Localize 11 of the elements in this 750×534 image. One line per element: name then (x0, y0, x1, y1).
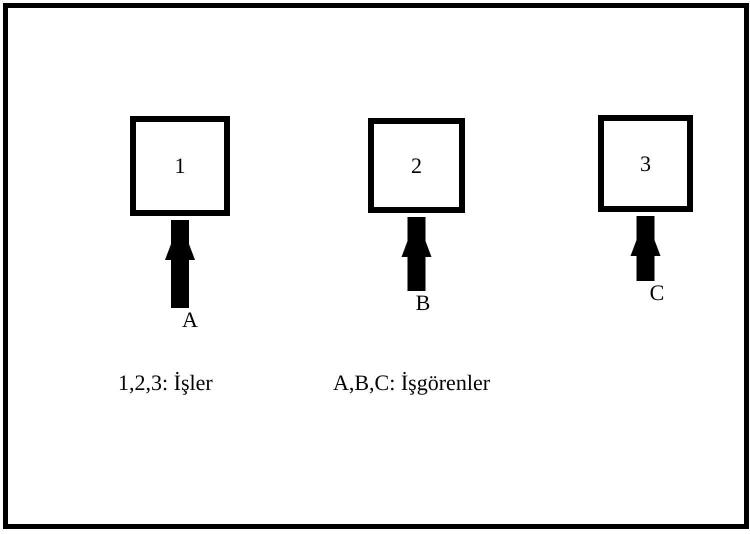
worker-label: A (176, 306, 204, 334)
arrow (165, 220, 195, 308)
arrow (630, 216, 660, 281)
worker-label: C (643, 279, 671, 307)
legend-note: 1,2,3: İşler (118, 370, 213, 396)
task-box: 1 (130, 116, 230, 216)
task-box: 2 (368, 118, 465, 213)
arrow (402, 217, 432, 291)
task-box: 3 (598, 115, 693, 212)
legend-note: A,B,C: İşgörenler (333, 370, 490, 396)
worker-label: B (409, 289, 437, 317)
